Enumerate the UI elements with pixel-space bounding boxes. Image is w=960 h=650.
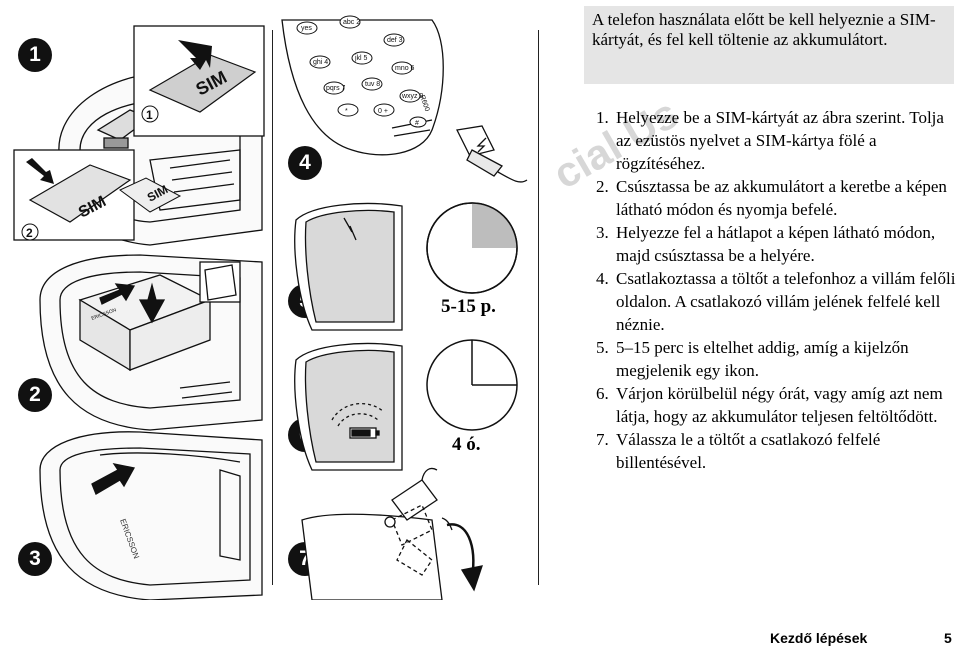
key-8: tuv 8	[365, 81, 380, 88]
key-hash: #	[415, 120, 419, 127]
instruction-item: 7.Válassza le a töltőt a csatlakozó felf…	[596, 430, 881, 472]
key-7: pqrs 7	[326, 85, 346, 92]
phone-display-drawing-6	[294, 342, 403, 471]
charger-detach-drawing	[301, 467, 483, 600]
keypad-keys: yes abc 2 def 3 ghi 4 jkl 5 mno 6 pqrs 7…	[296, 15, 427, 128]
phone-display-drawing-5	[294, 202, 403, 331]
phone-keypad-drawing	[281, 19, 444, 156]
charging-illustration: yes abc 2 def 3 ghi 4 jkl 5 mno 6 pqrs 7…	[281, 15, 528, 600]
instruction-list: 1.Helyezze be a SIM-kártyát az ábra szer…	[596, 106, 956, 474]
cover-attach-drawing	[39, 431, 263, 600]
step-badge-1: 1	[18, 38, 52, 72]
instruction-item: 2.Csúsztassa be az akkumulátort a keretb…	[596, 177, 947, 219]
key-6: mno 6	[395, 65, 415, 72]
sub-marker-1: 1	[146, 108, 153, 122]
instruction-item: 1.Helyezze be a SIM-kártyát az ábra szer…	[596, 108, 944, 173]
intro-box: A telefon használata előtt be kell helye…	[584, 6, 954, 84]
key-4: ghi 4	[313, 59, 328, 66]
step-badge-3: 3	[18, 542, 52, 576]
sub-marker-2: 2	[26, 226, 33, 240]
key-0: 0 +	[378, 108, 388, 115]
middle-column-divider	[538, 30, 539, 585]
key-9: wxyz 9	[401, 93, 424, 100]
timer-label-6: 4 ó.	[452, 434, 481, 455]
instruction-item: 3.Helyezze fel a hátlapot a képen láthat…	[596, 223, 936, 265]
key-3: def 3	[387, 37, 403, 44]
instruction-item: 5.5–15 perc is eltelhet addig, amíg a ki…	[596, 338, 909, 380]
left-column-divider	[272, 30, 273, 585]
intro-text: A telefon használata előtt be kell helye…	[592, 10, 936, 49]
footer-rule	[0, 620, 960, 621]
key-star: *	[345, 108, 348, 115]
step-badge-4: 4	[288, 146, 322, 180]
instruction-item: 4.Csatlakoztassa a töltőt a telefonhoz a…	[596, 269, 956, 334]
instruction-item: 6.Várjon körülbelül négy órát, vagy amíg…	[596, 384, 943, 426]
key-yes: yes	[301, 25, 312, 32]
key-2: abc 2	[343, 19, 360, 26]
battery-insertion-drawing	[39, 254, 263, 431]
timer-clock-5	[426, 202, 518, 294]
footer-section-title: Kezdő lépések	[770, 630, 868, 646]
step-badge-2: 2	[18, 378, 52, 412]
timer-clock-6	[426, 339, 518, 431]
charger-plug-drawing	[456, 125, 528, 183]
timer-label-5: 5-15 p.	[441, 296, 496, 317]
sim-battery-cover-illustration: SIM 1 SIM SIM 2 ERICSSON ERICSSON	[13, 25, 265, 600]
page-number: 5	[944, 630, 952, 646]
key-5: jkl 5	[354, 55, 368, 62]
